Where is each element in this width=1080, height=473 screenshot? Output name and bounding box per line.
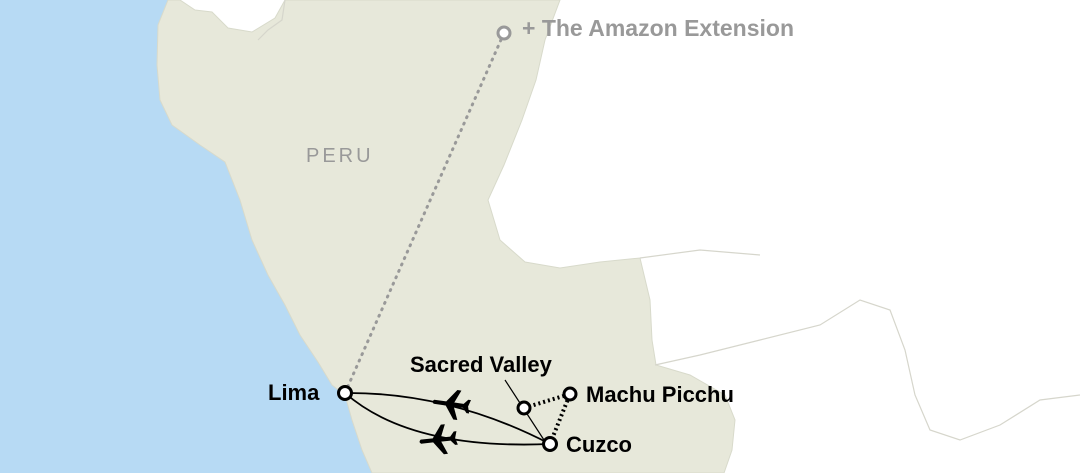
train-routes	[523, 392, 572, 445]
amazon-extension-label: + The Amazon Extension	[522, 15, 794, 41]
flight-route-lower	[344, 392, 551, 446]
country-label: PERU	[306, 145, 374, 167]
train-route-sacred-valley	[523, 392, 571, 410]
lima-label: Lima	[268, 380, 320, 405]
machu-picchu-label: Machu Picchu	[586, 382, 734, 407]
airplane-icon	[419, 424, 458, 455]
sacred-valley-label: Sacred Valley	[410, 352, 553, 377]
extension-route	[343, 31, 506, 395]
peru-land	[156, 0, 736, 473]
cuzco-label: Cuzco	[566, 432, 632, 457]
train-route-cuzco	[548, 393, 572, 445]
marker-lima	[337, 385, 353, 401]
marker-cuzco	[542, 436, 558, 452]
marker-sacred-valley	[516, 400, 532, 416]
marker-amazon	[496, 25, 512, 41]
airplane-icon	[432, 390, 471, 421]
marker-machu-picchu	[562, 386, 578, 402]
pacific-ocean	[0, 0, 372, 473]
borders	[257, 0, 1080, 441]
